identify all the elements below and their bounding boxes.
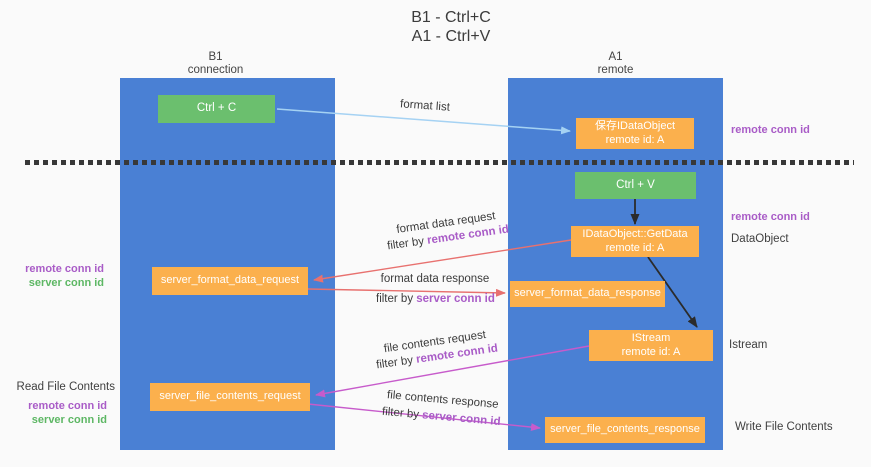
istream-line2: remote id: A xyxy=(621,345,681,358)
filter-by-text: filter by xyxy=(381,405,423,422)
lane-a1-subtitle: remote xyxy=(597,64,634,76)
save-dataobject-line1: 保存IDataObject xyxy=(594,120,676,132)
label-remote-conn-id-top: remote conn id xyxy=(731,124,810,136)
lane-a1-name: A1 xyxy=(608,51,623,63)
filter-id-server-conn-id: server conn id xyxy=(416,293,495,305)
title-line-2: A1 - Ctrl+V xyxy=(411,28,491,45)
server-format-data-response-box: server_format_data_response xyxy=(510,281,665,307)
title-line-1: B1 - Ctrl+C xyxy=(411,9,491,26)
annotation-format-data-request: format data request filter by remote con… xyxy=(382,208,513,253)
label-istream: Istream xyxy=(729,339,768,351)
istream-box: IStream remote id: A xyxy=(589,330,713,361)
lane-b1-subtitle: connection xyxy=(187,64,244,76)
filter-by-text: filter by xyxy=(386,234,428,253)
label-file-server-conn-id: server conn id xyxy=(31,413,107,426)
lane-header-a1: A1 remote xyxy=(508,51,723,77)
server-file-contents-request-box: server_file_contents_request xyxy=(150,383,310,411)
label-file-remote-conn-id: remote conn id xyxy=(28,400,107,412)
annotation-format-list: format list xyxy=(399,98,451,114)
annotation-format-data-response: format data response filter by server co… xyxy=(376,273,495,305)
annotation-file-contents-request: file contents request filter by remote c… xyxy=(372,327,501,371)
ctrl-c-box: Ctrl + C xyxy=(158,95,275,123)
annotation-format-data-response-filter: filter by server conn id xyxy=(376,293,495,305)
getdata-box: IDataObject::GetData remote id: A xyxy=(571,226,699,257)
ctrl-v-label: Ctrl + V xyxy=(616,178,655,191)
label-read-file-contents: Read File Contents xyxy=(16,381,115,393)
istream-line1: IStream xyxy=(631,332,671,344)
filter-id-server-conn-id: server conn id xyxy=(421,409,501,429)
server-file-contents-response-label: server_file_contents_response xyxy=(550,423,700,436)
getdata-line1: IDataObject::GetData xyxy=(582,228,688,240)
server-format-data-request-box: server_format_data_request xyxy=(152,267,308,295)
annotation-file-contents-response: file contents response filter by server … xyxy=(377,388,507,428)
label-format-remote-conn-id: remote conn id xyxy=(25,263,104,275)
server-format-data-response-label: server_format_data_response xyxy=(514,287,661,300)
label-write-file-contents: Write File Contents xyxy=(735,421,833,433)
label-format-conn-ids: remote conn id server conn id xyxy=(25,263,104,290)
save-dataobject-box: 保存IDataObject remote id: A xyxy=(576,118,694,149)
divider-dashed-line xyxy=(25,160,854,165)
getdata-line2: remote id: A xyxy=(605,241,665,254)
server-format-data-request-label: server_format_data_request xyxy=(160,274,300,287)
lane-b1-name: B1 xyxy=(208,51,223,63)
label-format-server-conn-id: server conn id xyxy=(28,276,104,289)
save-dataobject-line2: remote id: A xyxy=(605,133,665,146)
filter-by-text: filter by xyxy=(376,293,417,305)
label-file-conn-ids: remote conn id server conn id xyxy=(28,400,107,427)
label-dataobject: DataObject xyxy=(731,233,789,245)
server-file-contents-response-box: server_file_contents_response xyxy=(545,417,705,443)
server-file-contents-request-label: server_file_contents_request xyxy=(159,390,301,403)
label-remote-conn-id-getdata: remote conn id xyxy=(731,211,810,223)
ctrl-c-label: Ctrl + C xyxy=(196,102,237,115)
filter-by-text: filter by xyxy=(375,353,417,372)
lane-header-b1: B1 connection xyxy=(108,51,323,77)
annotation-format-data-response-title: format data response xyxy=(380,273,490,285)
diagram-title: B1 - Ctrl+C A1 - Ctrl+V xyxy=(286,8,616,46)
ctrl-v-box: Ctrl + V xyxy=(575,172,696,199)
